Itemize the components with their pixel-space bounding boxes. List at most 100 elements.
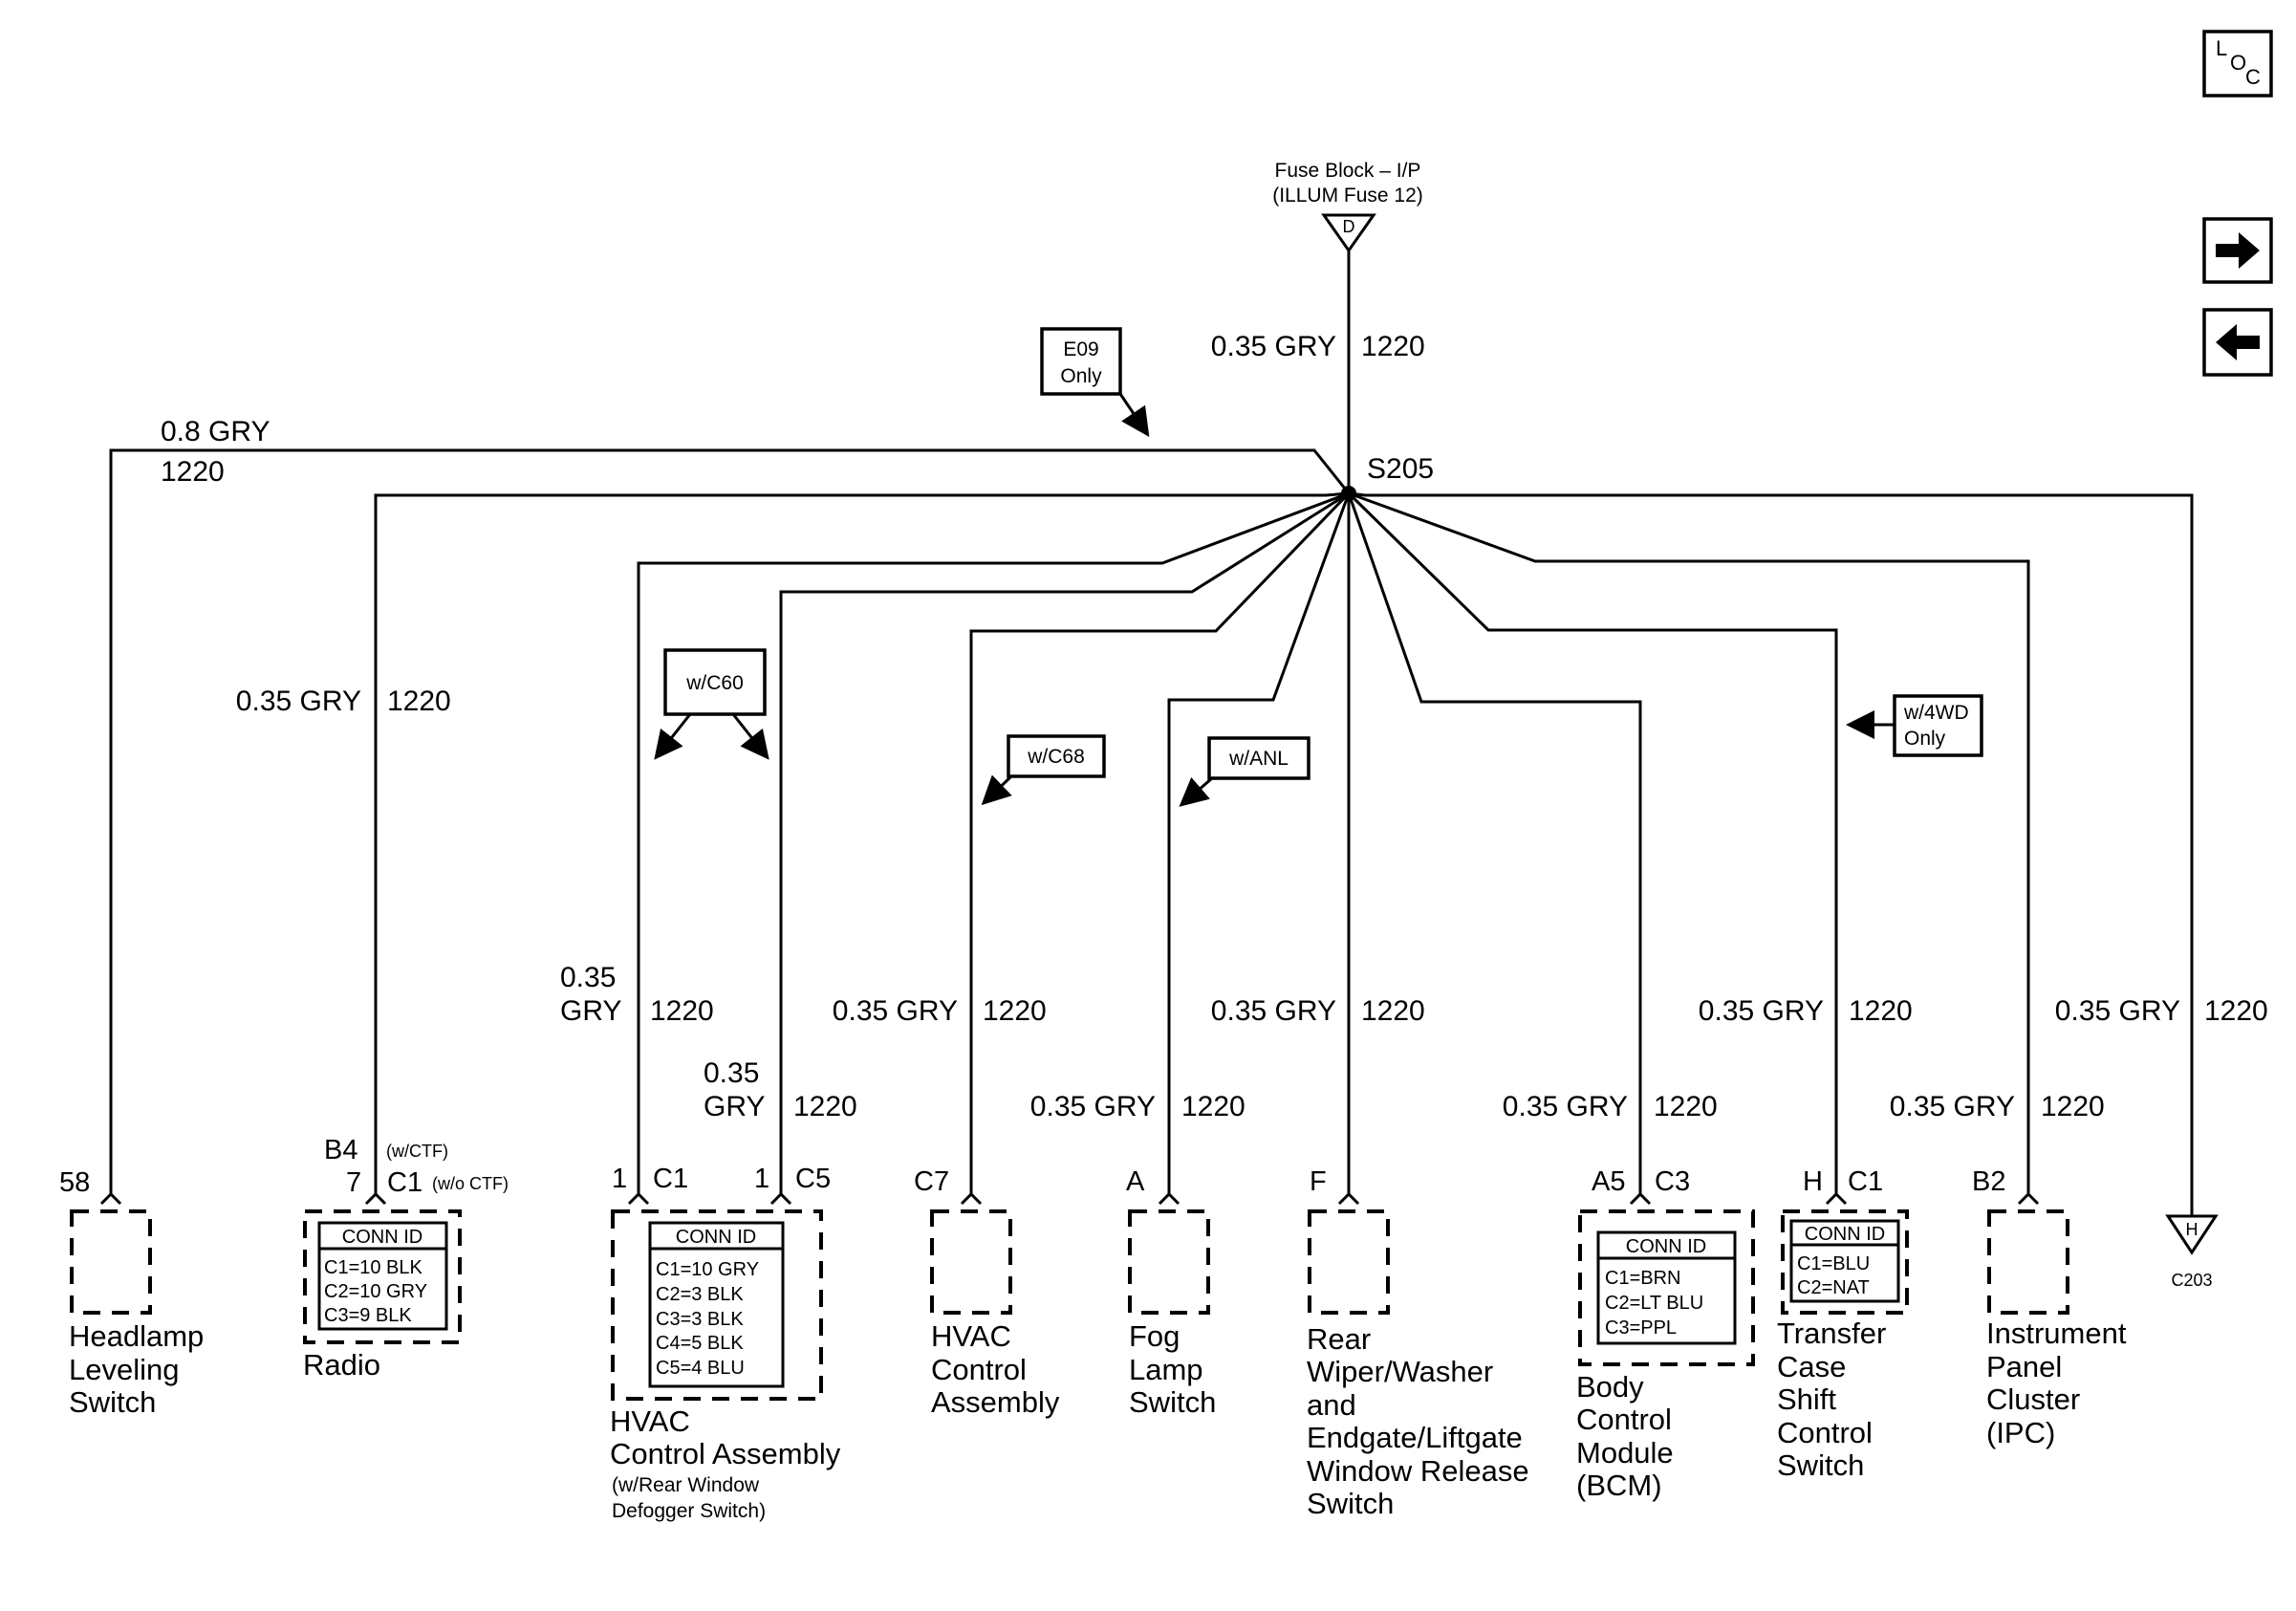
option-4wd-callout: w/4WD Only [1846,694,1983,757]
hvac-conn-id-row: C1=10 GRY [656,1259,759,1280]
hvac-control-box [611,1209,823,1401]
previous-page-button[interactable] [2202,308,2273,377]
hvac-c7-wire-circuit: 1220 [983,995,1047,1027]
component-name-line: Wiper/Washer [1307,1355,1493,1388]
radio-conn-id-row: C1=10 BLK [324,1257,423,1278]
option-c60-callout: w/C60 [654,648,769,760]
radio-conn-c1: C1 [387,1167,422,1198]
option-anl-callout: w/ANL [1179,736,1310,807]
option-anl-arrow [1179,776,1213,807]
option-e09-callout: E09 Only [1040,327,1150,437]
headlamp-wire-circuit: 1220 [161,456,225,488]
bcm-wire-circuit: 1220 [1654,1091,1718,1122]
location-button[interactable]: L O C [2202,30,2273,98]
hvac-c7-pin: C7 [914,1166,949,1197]
headlamp-switch-box [70,1209,152,1315]
hvac-conn-id-row: C4=5 BLK [656,1333,744,1354]
wire-bcm [1347,492,1642,1194]
terminal-carets [99,1191,2040,1206]
hvac-c1-pin: 1 [612,1164,627,1194]
option-c68-callout: w/C68 [981,734,1106,806]
component-name-line: Fog [1129,1319,1180,1353]
hvac-c1-wire-size: 0.35 [560,962,616,993]
terminal-ipc [2017,1191,2040,1206]
component-name-line: Control Assembly [610,1437,841,1470]
component-name-line: HVAC [610,1404,690,1438]
radio-conn-id-row: C3=9 BLK [324,1305,412,1326]
fog-pin: A [1126,1166,1145,1197]
hvac-control-2-box [930,1209,1012,1315]
headlamp-switch-name: Headlamp Leveling Switch [69,1319,204,1419]
radio-wctf-note: (w/CTF) [386,1142,448,1161]
radio-pin-7: 7 [346,1167,361,1198]
transfer-case-name: Transfer Case Shift Control Switch [1777,1317,1886,1482]
bcm-conn-id: CONN ID C1=BRN C2=LT BLU C3=PPL [1596,1230,1737,1345]
option-anl-label: w/ANL [1228,748,1289,770]
hvac-c5-pin: 1 [754,1164,769,1194]
hvac-c5-conn: C5 [795,1164,831,1194]
terminal-bcm [1629,1191,1652,1206]
bcm-conn-id-row: C1=BRN [1605,1268,1680,1289]
terminal-fog [1158,1191,1180,1206]
option-e09-line1: E09 [1063,338,1098,360]
bcm-box [1578,1209,1755,1366]
transfer-case-conn: C1 [1848,1166,1883,1197]
component-name-line: Cluster [1986,1382,2080,1416]
transfer-case-wire-color: 0.35 GRY [1699,995,1824,1027]
component-name-line: Lamp [1129,1353,1203,1386]
radio-wire-circuit: 1220 [387,686,451,717]
hvac-control-name: HVAC Control Assembly (w/Rear Window Def… [610,1404,841,1522]
bcm-conn-id-row: C2=LT BLU [1605,1293,1703,1314]
wire-headlamp [109,448,1351,1194]
terminal-hvac-c7 [960,1191,983,1206]
c203-pin-label: H [2186,1220,2199,1239]
terminal-rear [1337,1191,1360,1206]
component-name-line: Case [1777,1350,1846,1383]
option-c60-arrow-right [731,713,769,760]
radio-conn-id-title: CONN ID [342,1227,422,1248]
radio-conn-id: CONN ID C1=10 BLK C2=10 GRY C3=9 BLK [317,1221,448,1331]
terminal-headlamp [99,1191,122,1206]
wire-c203 [1348,491,2194,1216]
wire-hvac-c5 [779,491,1350,1194]
hvac-c1-conn: C1 [653,1164,688,1194]
radio-wire-color: 0.35 GRY [236,686,361,717]
component-name-line: Panel [1986,1350,2062,1383]
ipc-wire-circuit: 1220 [2041,1091,2105,1122]
component-name-line: (BCM) [1576,1469,1662,1502]
loc-letter-l: L [2216,36,2227,60]
transfer-case-conn-id-title: CONN ID [1805,1224,1885,1245]
component-name-line: Switch [1129,1385,1216,1419]
terminal-hvac-c1 [627,1191,650,1206]
loc-letter-o: O [2230,51,2246,75]
c203-connector-symbol [2165,1214,2219,1255]
hvac-conn-id-row: C2=3 BLK [656,1284,744,1305]
component-note-line: (w/Rear Window [612,1474,760,1496]
fuse-name-label: (ILLUM Fuse 12) [1272,185,1423,207]
fog-lamp-switch-box [1128,1209,1210,1315]
component-name-line: Module [1576,1436,1674,1469]
main-wire-color: 0.35 GRY [1211,331,1336,362]
option-c60-label: w/C60 [685,672,744,694]
component-name-line: Shift [1777,1382,1836,1416]
wire-radio [374,491,1350,1194]
ipc-pin: B2 [1972,1166,2005,1197]
next-page-button[interactable] [2202,217,2273,284]
loc-letter-c: C [2245,65,2261,89]
splice-label: S205 [1367,453,1434,485]
bcm-name: Body Control Module (BCM) [1576,1370,1674,1502]
hvac-c1-wire-color: GRY [560,995,621,1027]
option-c60-arrow-left [654,713,692,760]
rear-wiper-switch-name: Rear Wiper/Washer and Endgate/Liftgate W… [1307,1322,1529,1520]
rear-pin: F [1310,1166,1327,1197]
bcm-conn-id-title: CONN ID [1626,1236,1706,1257]
fuse-terminal-symbol [1321,213,1376,253]
option-4wd-line2: Only [1904,728,1946,750]
c203-wire-circuit: 1220 [2204,995,2268,1027]
terminal-hvac-c5 [769,1191,792,1206]
component-name-line: Switch [1307,1487,1394,1520]
component-name-line: Transfer [1777,1317,1886,1350]
fuse-block-label: Fuse Block – I/P [1275,160,1421,182]
wire-hvac-c1 [637,491,1350,1194]
component-name-line: Assembly [931,1385,1060,1419]
